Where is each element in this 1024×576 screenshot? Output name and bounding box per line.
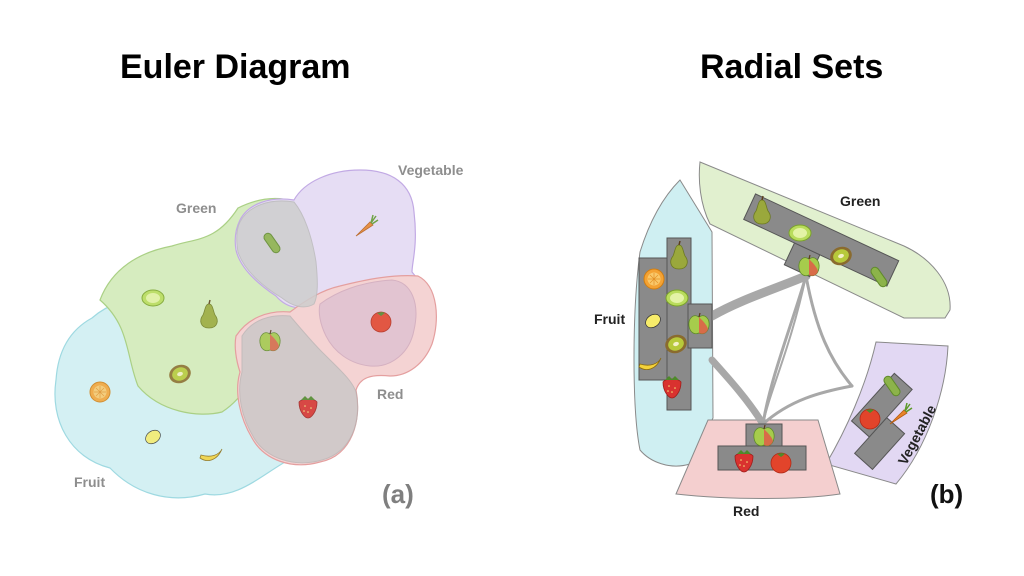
euler-diagram-title: Euler Diagram: [120, 48, 351, 86]
red-box-main: [717, 445, 807, 471]
link-green-red-2: [762, 275, 807, 425]
lime-icon: [141, 289, 165, 307]
link-green-vegetable: [804, 274, 854, 388]
lime-icon: [788, 224, 812, 242]
orange-icon: [89, 381, 111, 403]
vegetable-box-shared: [853, 416, 906, 471]
link-fruit-red: [708, 356, 767, 428]
euler-overlap-vegetable-red: [318, 279, 417, 367]
euler-label-vegetable: Vegetable: [398, 162, 464, 178]
euler-overlap-green-vegetable: [236, 200, 318, 308]
euler-label-fruit: Fruit: [74, 474, 105, 490]
radial-label-red: Red: [733, 503, 759, 519]
tomato-icon: [770, 452, 792, 474]
panel-label-b: (b): [930, 479, 963, 509]
panel-label-a: (a): [382, 479, 414, 509]
tomato-icon: [370, 311, 392, 333]
orange-icon: [643, 268, 665, 290]
radial-label-green: Green: [840, 193, 880, 209]
radial-label-fruit: Fruit: [594, 311, 625, 327]
euler-overlap-fruit-red: [239, 315, 359, 464]
euler-label-green: Green: [176, 200, 216, 216]
lime-icon: [665, 289, 689, 307]
radial-sets-title: Radial Sets: [700, 48, 884, 86]
tomato-icon: [859, 408, 881, 430]
euler-diagram: [54, 169, 437, 499]
radial-links: [707, 271, 854, 428]
euler-label-red: Red: [377, 386, 403, 402]
link-red-vegetable: [761, 384, 854, 426]
link-fruit-green: [707, 271, 811, 321]
